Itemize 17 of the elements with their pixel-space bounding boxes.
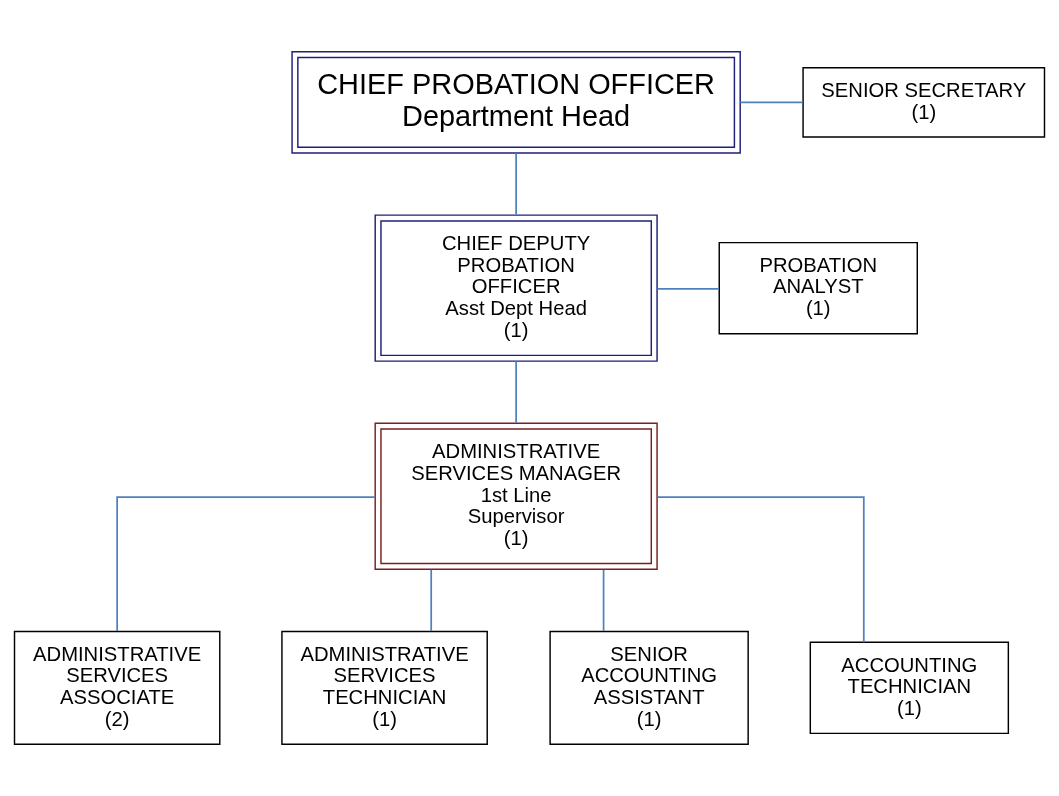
connector bbox=[602, 568, 605, 632]
node-box: SENIOR SECRETARY (1) bbox=[802, 66, 1046, 138]
node-box: ADMINISTRATIVE SERVICES ASSOCIATE (2) bbox=[13, 630, 221, 745]
node-box: CHIEF PROBATION OFFICER Department Head bbox=[291, 51, 741, 154]
node-box: SENIOR ACCOUNTING ASSISTANT (1) bbox=[549, 630, 749, 745]
connector bbox=[430, 568, 433, 632]
connector bbox=[739, 101, 804, 104]
connector bbox=[656, 288, 720, 290]
connector bbox=[515, 360, 517, 424]
node-box: ADMINISTRATIVE SERVICES MANAGER 1st Line Supervisor (1) bbox=[374, 422, 658, 571]
connector bbox=[656, 496, 865, 643]
node-box: ACCOUNTING TECHNICIAN (1) bbox=[809, 641, 1010, 735]
connector bbox=[515, 152, 517, 216]
node-box: CHIEF DEPUTY PROBATION OFFICER Asst Dept Head (1) bbox=[374, 214, 658, 362]
node-box: ADMINISTRATIVE SERVICES TECHNICIAN (1) bbox=[281, 630, 488, 745]
connector bbox=[116, 496, 376, 632]
node-box: PROBATION ANALYST (1) bbox=[718, 241, 918, 335]
